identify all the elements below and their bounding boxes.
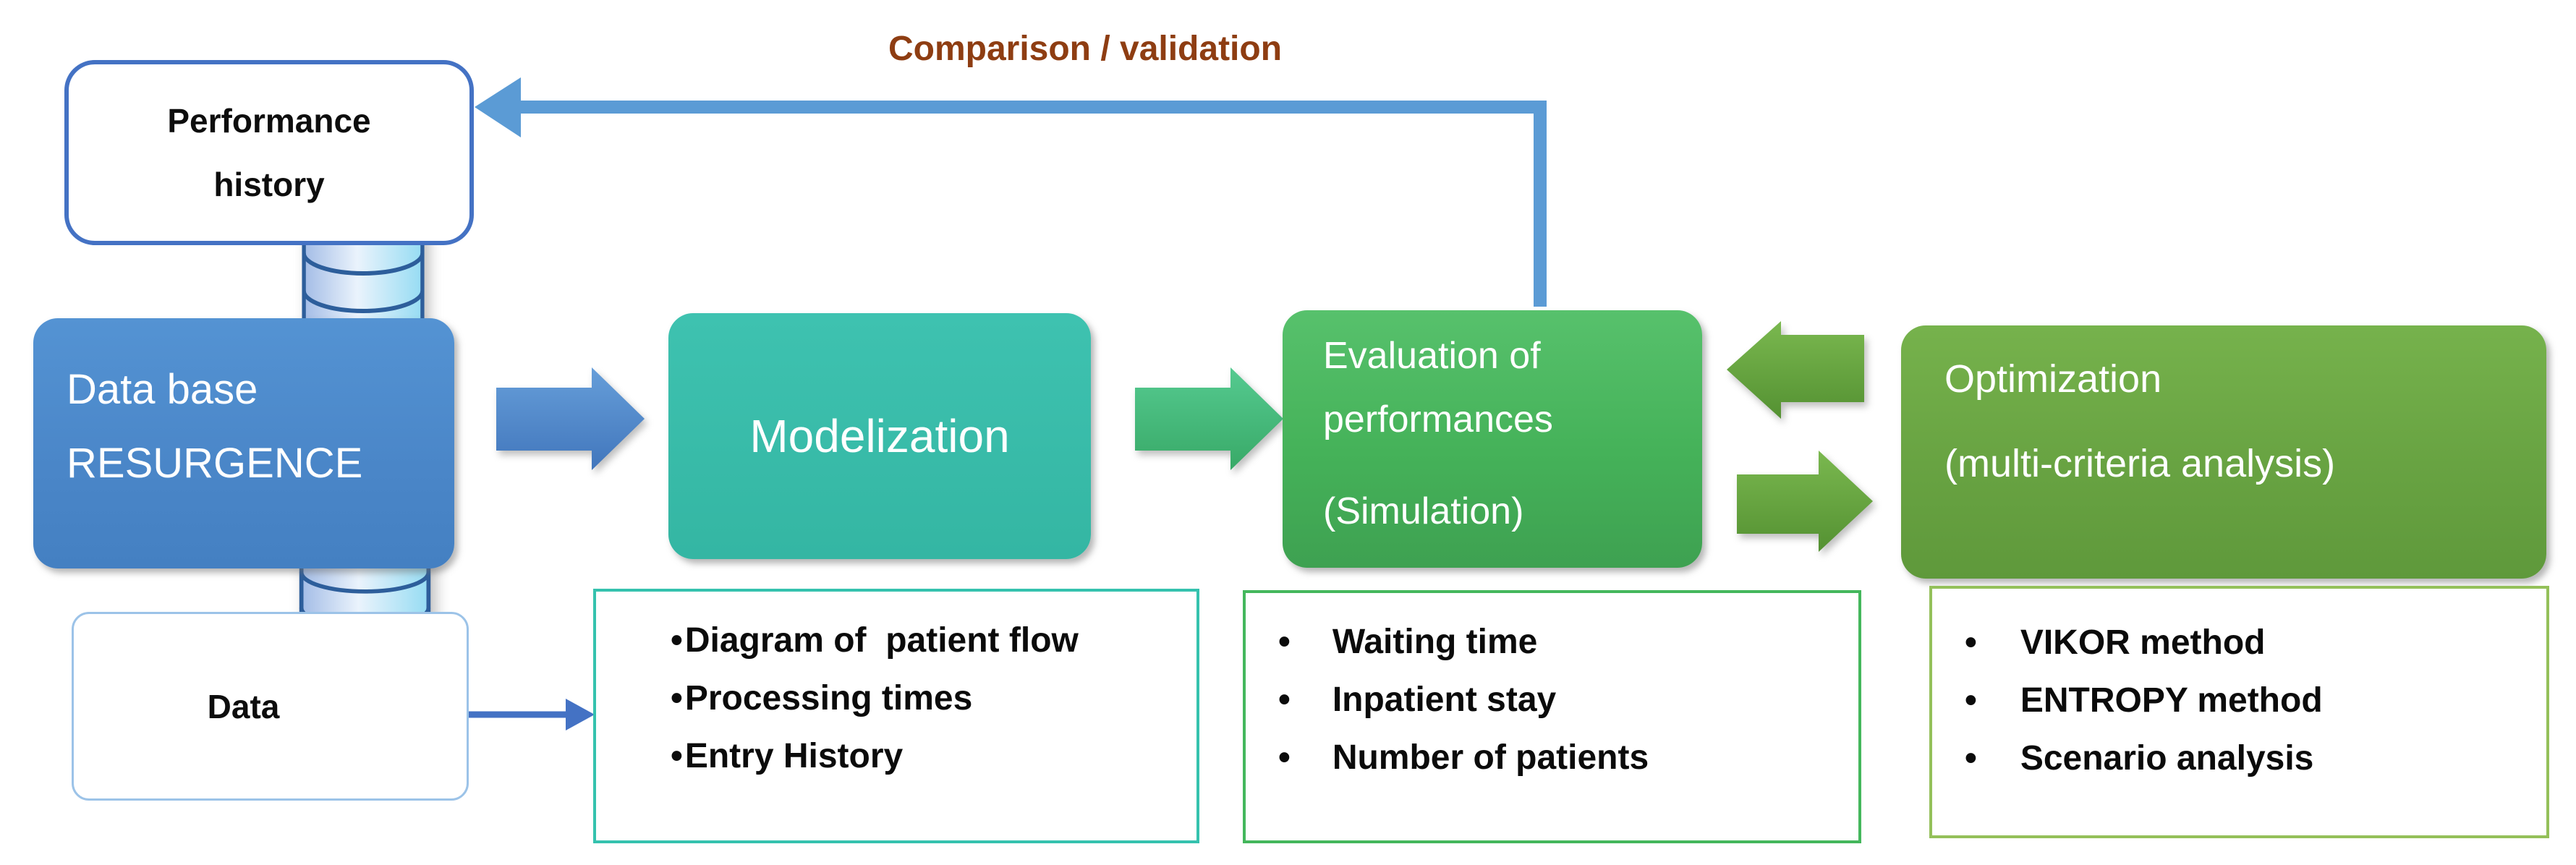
feedback-arrow (475, 77, 1547, 307)
optimization-line2: (multi-criteria analysis) (1944, 442, 2336, 485)
flow-arrow-database-to-modelization (496, 367, 645, 470)
bullet-icon: • (671, 621, 683, 660)
evaluation-line2: performances (1323, 399, 1553, 440)
list-item: • Diagram of patient flow (671, 621, 1079, 660)
evaluation-line1: Evaluation of (1323, 335, 1541, 377)
list-item: • Inpatient stay (1278, 680, 1557, 719)
list-item: • VIKOR method (1965, 623, 2266, 662)
modelization-label: Modelization (749, 410, 1010, 462)
list-item: • Number of patients (1278, 738, 1649, 777)
evaluation-line3: (Simulation) (1323, 490, 1524, 532)
data-box: Data (72, 612, 469, 801)
bullet-icon: • (1965, 623, 1977, 662)
modelization-box: Modelization (668, 313, 1091, 559)
list-item: • Waiting time (1278, 622, 1538, 661)
evaluation-box: Evaluation of performances (Simulation) (1283, 310, 1702, 568)
database-line2: RESURGENCE (67, 440, 363, 487)
modelization-items-panel: • Diagram of patient flow • Processing t… (593, 589, 1199, 843)
data-label: Data (207, 687, 280, 725)
bullet-icon: • (1278, 738, 1291, 777)
list-item: • ENTROPY method (1965, 681, 2323, 720)
bullet-icon: • (1278, 622, 1291, 661)
flow-arrow-optimization-to-evaluation (1727, 321, 1864, 419)
list-item: • Scenario analysis (1965, 738, 2314, 777)
list-item: • Processing times (671, 678, 973, 717)
optimization-items-panel: • VIKOR method • ENTROPY method • Scenar… (1929, 586, 2549, 838)
bullet-icon: • (1965, 738, 1977, 777)
bullet-icon: • (671, 678, 683, 717)
evaluation-items-panel: • Waiting time • Inpatient stay • Number… (1243, 590, 1861, 843)
optimization-box: Optimization (multi-criteria analysis) (1901, 325, 2546, 579)
performance-history-box: Performance history (64, 60, 474, 245)
bullet-icon: • (1278, 680, 1291, 719)
list-item: • Entry History (671, 736, 904, 775)
flow-arrow-evaluation-to-optimization (1737, 451, 1873, 552)
performance-history-line2: history (213, 166, 325, 203)
database-line1: Data base (67, 366, 258, 413)
performance-history-line1: Performance (167, 102, 371, 140)
flow-arrow-modelization-to-evaluation (1135, 367, 1283, 470)
optimization-line1: Optimization (1944, 357, 2162, 401)
bullet-icon: • (671, 736, 683, 775)
comparison-validation-label: Comparison / validation (888, 30, 1283, 68)
database-resurgence-box: Data base RESURGENCE (33, 318, 454, 568)
bullet-icon: • (1965, 681, 1977, 720)
